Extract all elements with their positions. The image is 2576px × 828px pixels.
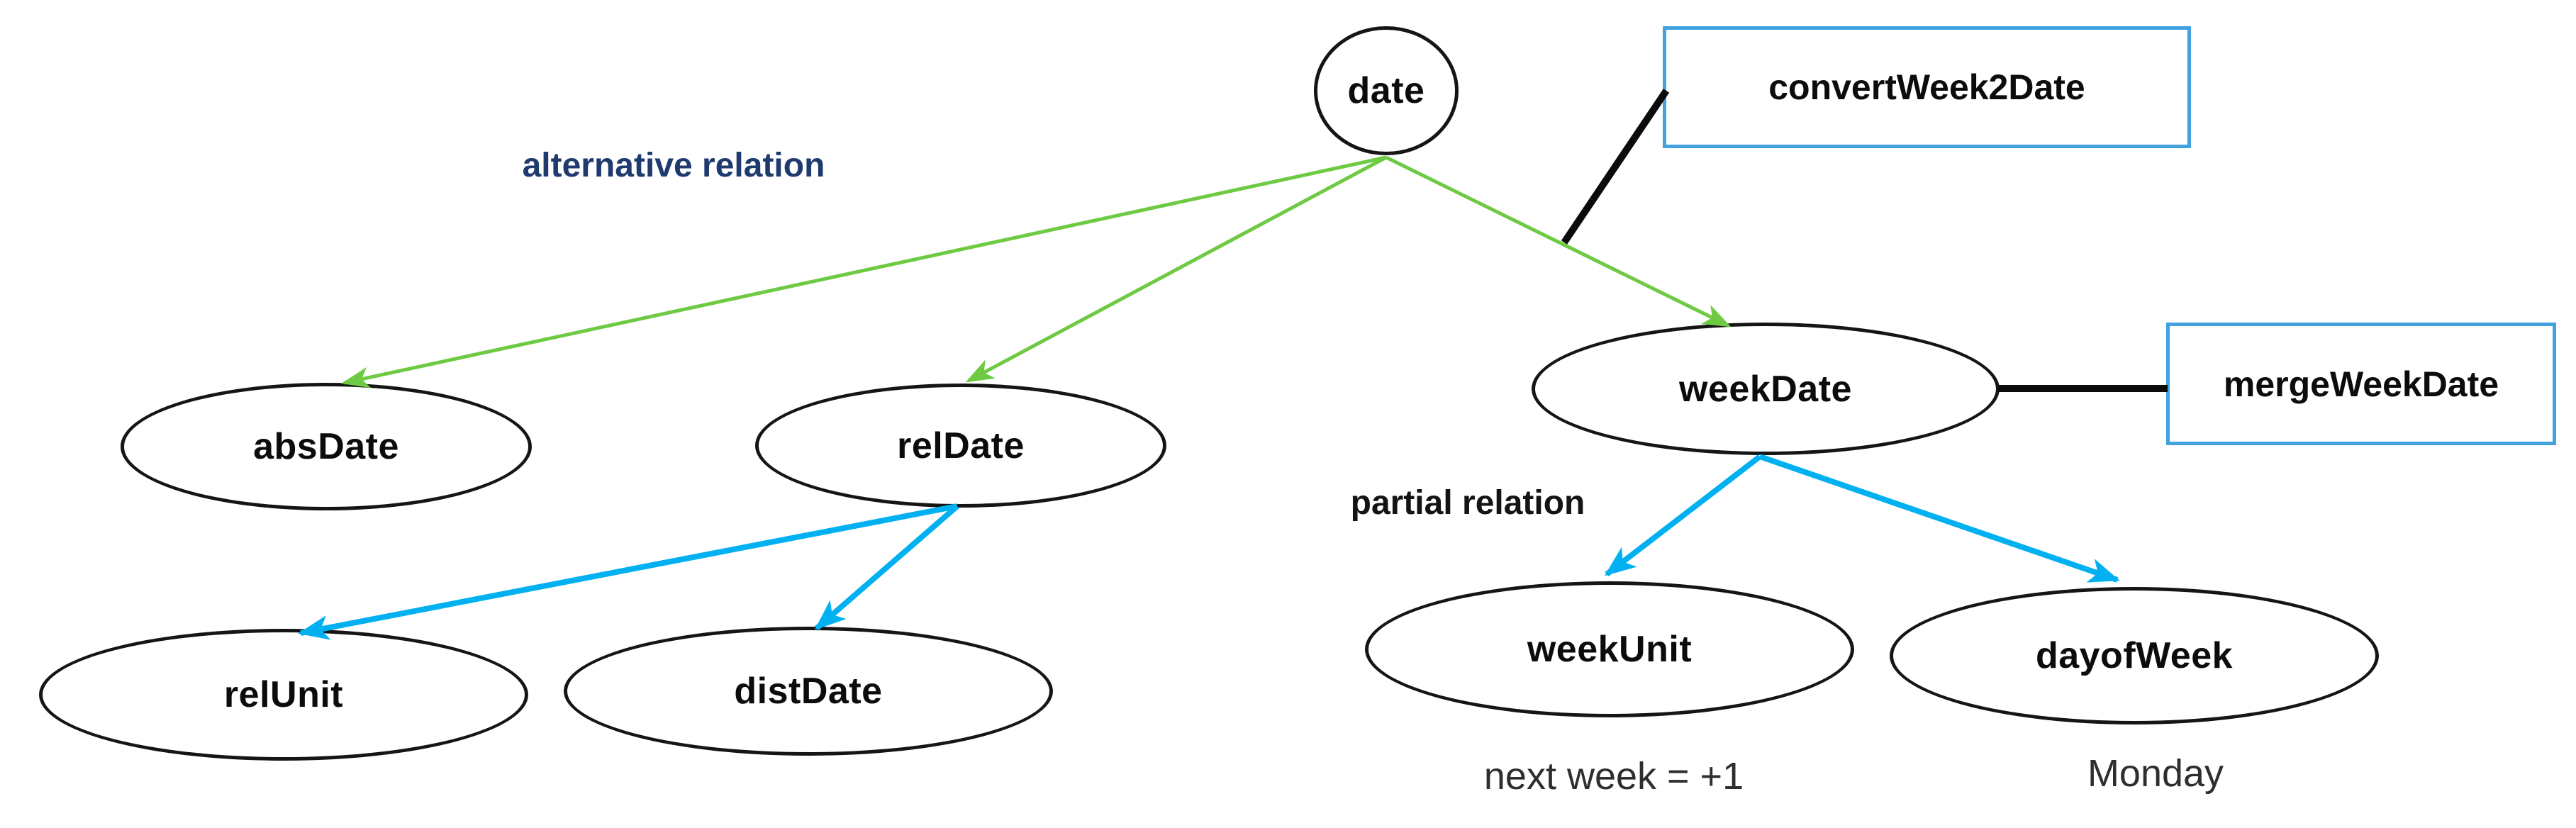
edge-date-weekdate (1385, 155, 1732, 328)
node-distdate: distDate (564, 627, 1053, 756)
label-partial-relation: partial relation (1350, 483, 1585, 522)
edge-date-absdate (341, 155, 1387, 388)
label-alternative-relation: alternative relation (522, 146, 825, 184)
edge-date-reldate (965, 155, 1388, 383)
node-reldate: relDate (755, 384, 1166, 508)
node-date: date (1314, 26, 1459, 155)
function-box-convertweek2date: convertWeek2Date (1663, 26, 2191, 148)
caption-dayofweek-example: Monday (2087, 752, 2224, 795)
node-weekunit: weekUnit (1365, 581, 1854, 717)
caption-weekunit-example: next week = +1 (1483, 755, 1744, 798)
edge-reldate-relunit (298, 503, 958, 640)
edge-weekdate-dayofweek (1758, 454, 2120, 583)
node-weekdate: weekDate (1532, 323, 2000, 455)
node-relunit: relUnit (39, 629, 528, 761)
edge-reldate-distdate (814, 503, 959, 631)
function-box-mergeweekdate: mergeWeekDate (2166, 323, 2556, 445)
connector-convertweek2date (1561, 89, 1670, 245)
node-dayofweek: dayofWeek (1890, 587, 2379, 724)
node-absdate: absDate (121, 383, 532, 510)
